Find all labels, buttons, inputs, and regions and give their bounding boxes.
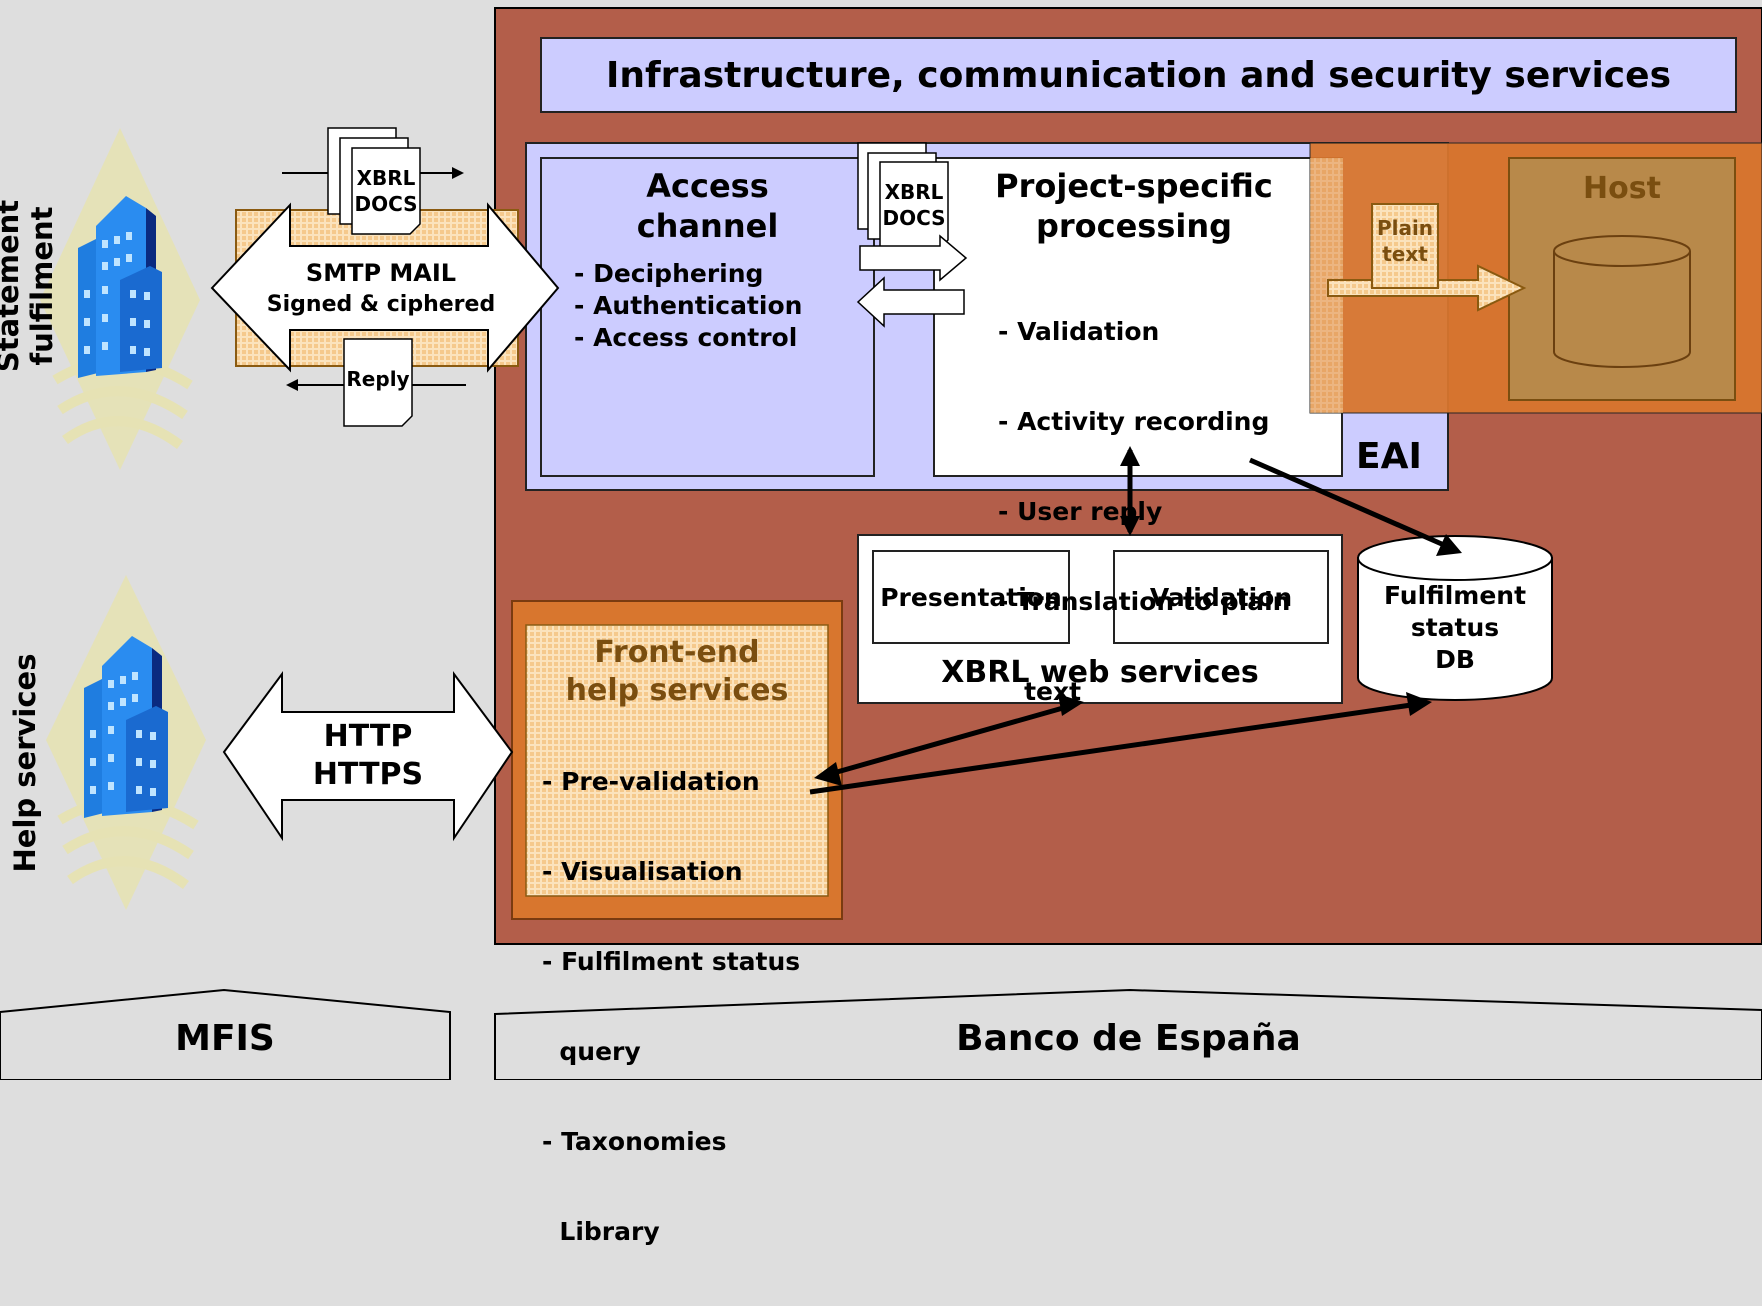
processing-item: - User reply (998, 497, 1163, 526)
frontend-item: query (542, 1037, 641, 1066)
processing-item: - Activity recording (998, 407, 1270, 436)
host-database-icon (1553, 235, 1691, 368)
processing-box (933, 157, 1343, 477)
access-channel-list: - Deciphering - Authentication - Access … (574, 258, 874, 354)
presentation-label: Presentation (880, 582, 1062, 612)
processing-item: text (998, 677, 1082, 706)
frontend-item: - Visualisation (542, 857, 743, 886)
processing-list: - Validation - Activity recording - User… (998, 258, 1318, 766)
reply-document-icon (343, 338, 413, 427)
frontend-item: - Fulfilment status (542, 947, 801, 976)
footer-bde-label: Banco de España (956, 1017, 1301, 1059)
back-arrow-icon (856, 276, 965, 328)
xbrl-docs-left-label: XBRL DOCS (354, 166, 418, 216)
processing-title: Project-specific processing (995, 167, 1273, 245)
http-double-arrow-icon (222, 670, 514, 842)
smtp-subtitle: Signed & ciphered (266, 291, 496, 317)
diagram-shapes (0, 7, 1762, 1080)
smtp-title: SMTP MAIL (305, 259, 457, 287)
reply-label: Reply (346, 367, 410, 391)
frontend-db-connector (809, 701, 1419, 795)
validation-label: Validation (1149, 582, 1293, 612)
plain-text-label: Plain text (1376, 216, 1434, 266)
access-box (540, 157, 875, 477)
frontend-inner (525, 624, 829, 897)
eai-label: EAI (1356, 436, 1422, 477)
footer-mfis-shape (0, 988, 451, 1080)
frontend-list: - Pre-validation - Visualisation - Fulfi… (542, 708, 832, 1306)
building-statement-icon (40, 128, 200, 470)
frontend-item: - Pre-validation (542, 767, 760, 796)
frontend-item: Library (542, 1217, 660, 1246)
presentation-box (872, 550, 1070, 644)
http-label: HTTP (323, 718, 413, 754)
access-channel-title: Access channel (636, 167, 779, 245)
infra-title: Infrastructure, communication and securi… (605, 54, 1671, 96)
access-item: - Deciphering (574, 259, 764, 288)
statement-fulfilment-label: Statement fulfilment (0, 199, 59, 373)
plain-text-document-icon (1371, 203, 1439, 289)
host-label: Host (1583, 170, 1661, 206)
infra-bar (540, 37, 1737, 113)
xbrl-ws-title: XBRL web services (941, 654, 1259, 690)
host-box (1508, 157, 1736, 401)
xbrl-docs-left-icon (327, 127, 421, 235)
footer-bde-shape (494, 988, 1762, 1080)
frontend-ws-connector (829, 703, 1071, 777)
footer-mfis-label: MFIS (175, 1017, 275, 1059)
diagram-stage: Statement fulfilment Help services Infra… (0, 7, 1762, 1246)
access-item: - Access control (574, 323, 798, 352)
access-item: - Authentication (574, 291, 803, 320)
https-label: HTTPS (312, 756, 424, 792)
frontend-item: - Taxonomies (542, 1127, 727, 1156)
help-services-label: Help services (8, 653, 42, 873)
frontend-title: Front-end help services (565, 635, 789, 708)
fulfilment-db-icon (1357, 535, 1553, 701)
validation-box (1113, 550, 1329, 644)
building-help-icon (46, 575, 206, 910)
xbrl-docs-middle-label: XBRL DOCS (882, 180, 946, 230)
smtp-double-arrow-icon (210, 202, 560, 373)
fulfilment-db-label: Fulfilment status DB (1383, 581, 1527, 674)
forward-arrow-icon (859, 234, 968, 282)
processing-item: - Translation to plain (998, 587, 1291, 616)
processing-db-connector (1248, 457, 1446, 548)
processing-item: - Validation (998, 317, 1160, 346)
